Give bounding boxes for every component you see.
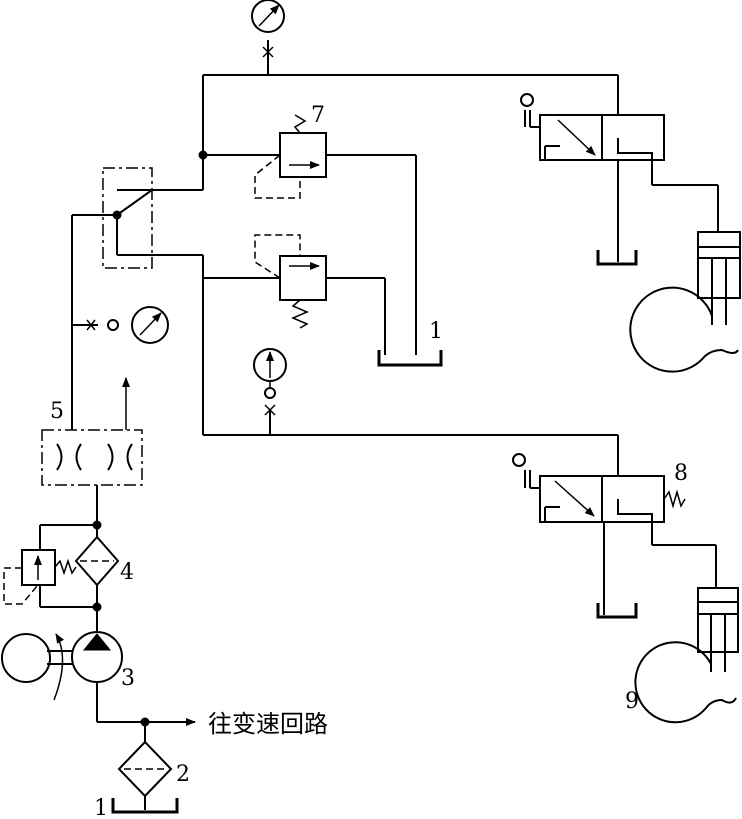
- cylinder-9: [634, 587, 739, 724]
- relief-valve-7: [254, 114, 327, 199]
- pressure-gauge-left: [86, 306, 169, 344]
- pressure-gauge-top: [251, 0, 285, 58]
- junction-dots: [92, 150, 208, 727]
- label-tank-bottom: 1: [94, 796, 108, 819]
- relief-valve-lower: [254, 234, 327, 329]
- throttle-block-5: [41, 377, 143, 486]
- label-clutch-cylinder-9: 9: [625, 689, 639, 714]
- cylinder-top: [629, 231, 741, 373]
- label-filter-2: 2: [176, 762, 190, 787]
- tank-top-right: [596, 250, 638, 266]
- label-throttle-block-5: 5: [50, 399, 64, 424]
- filter-4: [74, 535, 120, 587]
- label-tank-middle: 1: [429, 319, 443, 344]
- filter-2: [117, 740, 173, 810]
- directional-valve-top: [520, 93, 665, 161]
- pump-3: [1, 631, 123, 701]
- label-pump-3: 3: [121, 666, 135, 691]
- pipe-lines: [39, 40, 719, 742]
- control-block: [102, 167, 153, 269]
- tank-middle: [377, 350, 443, 367]
- pressure-gauge-middle: [253, 348, 287, 416]
- tank-bottom: [111, 798, 179, 814]
- label-relief-valve-7: 7: [311, 103, 325, 128]
- label-to-shift-circuit: 往变速回路: [208, 710, 328, 738]
- label-directional-valve-8: 8: [674, 461, 688, 486]
- directional-valve-8: [512, 453, 686, 523]
- bypass-valve: [3, 549, 77, 605]
- label-filter-4: 4: [120, 560, 134, 585]
- tank-bottom-right: [596, 603, 638, 619]
